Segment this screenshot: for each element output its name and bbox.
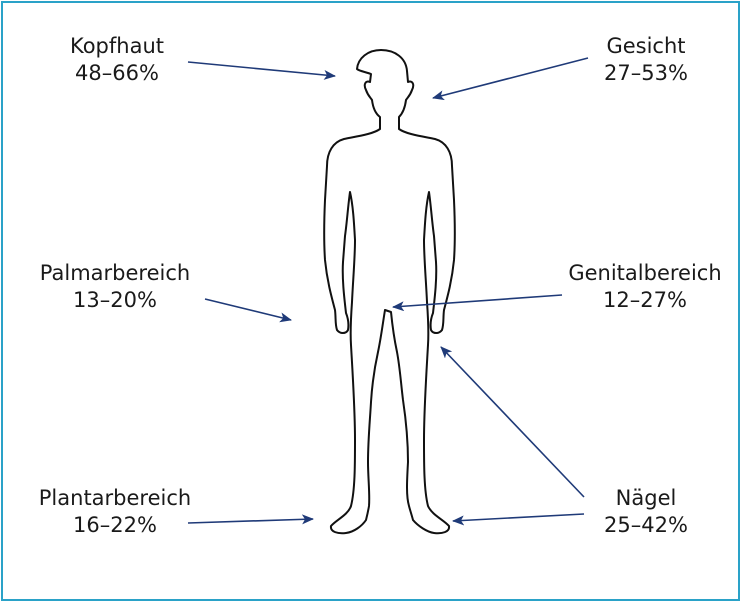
label-naegel: Nägel 25–42% — [586, 485, 706, 539]
region-name: Gesicht — [581, 33, 711, 60]
arrow-naegel-hand — [441, 347, 584, 497]
region-name: Nägel — [586, 485, 706, 512]
region-percentage: 48–66% — [52, 60, 182, 87]
arrow-plantarbereich — [188, 519, 313, 523]
label-gesicht: Gesicht 27–53% — [581, 33, 711, 87]
region-name: Kopfhaut — [52, 33, 182, 60]
region-name: Palmarbereich — [30, 260, 200, 287]
region-name: Genitalbereich — [557, 260, 733, 287]
arrow-gesicht — [433, 58, 588, 98]
region-percentage: 16–22% — [30, 512, 200, 539]
label-plantarbereich: Plantarbereich 16–22% — [30, 485, 200, 539]
human-body-outline — [324, 50, 455, 533]
region-percentage: 25–42% — [586, 512, 706, 539]
arrow-naegel-foot — [453, 514, 584, 521]
arrow-genitalbereich — [393, 295, 562, 307]
region-percentage: 13–20% — [30, 287, 200, 314]
region-name: Plantarbereich — [30, 485, 200, 512]
label-genitalbereich: Genitalbereich 12–27% — [557, 260, 733, 314]
label-palmarbereich: Palmarbereich 13–20% — [30, 260, 200, 314]
arrow-kopfhaut — [188, 62, 335, 76]
region-percentage: 27–53% — [581, 60, 711, 87]
label-kopfhaut: Kopfhaut 48–66% — [52, 33, 182, 87]
region-percentage: 12–27% — [557, 287, 733, 314]
arrow-palmarbereich — [205, 299, 291, 320]
